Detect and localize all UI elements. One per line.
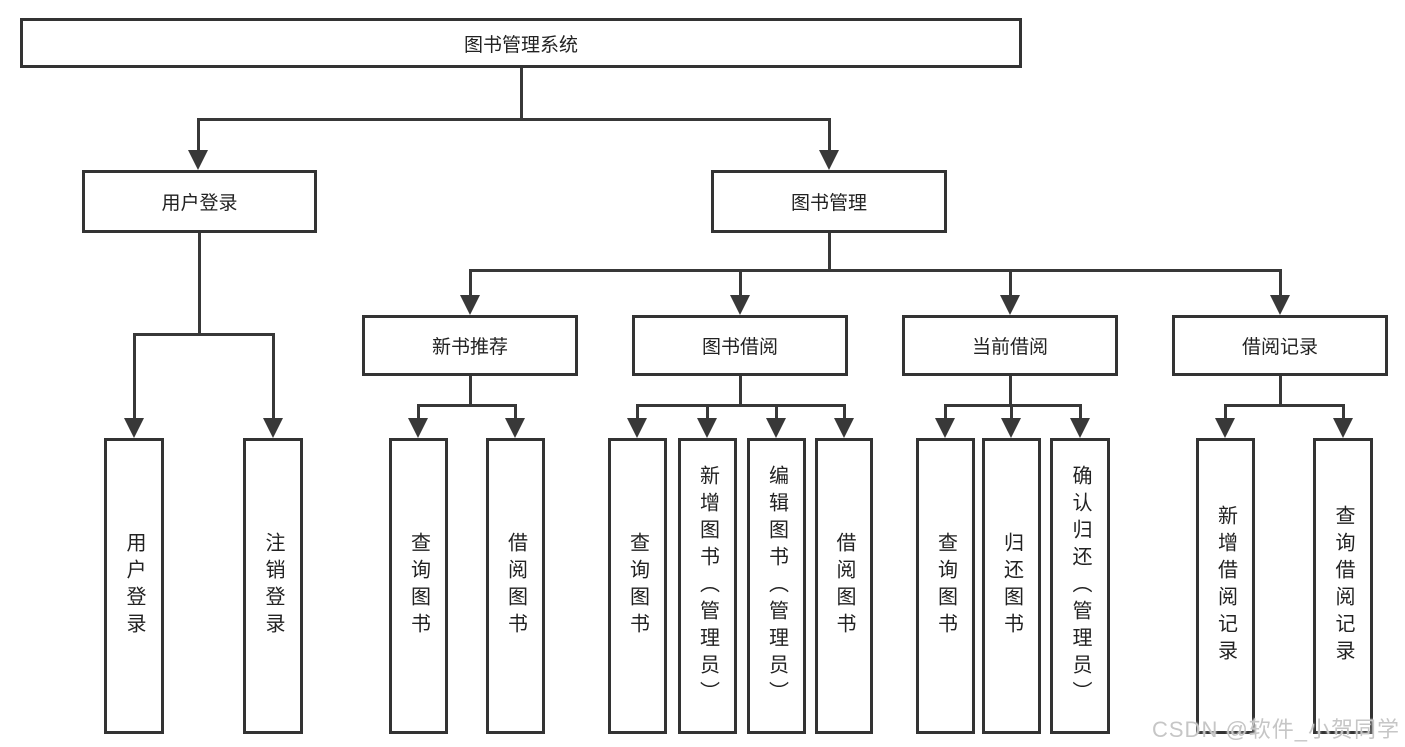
node-label: 归还图书 [1000,532,1023,640]
connector-line [520,68,523,121]
connector-line [828,118,831,152]
node-borrowing-records: 借阅记录 [1172,315,1388,376]
connector-line [514,404,517,421]
connector-line [1224,404,1345,407]
arrowhead [1215,418,1235,438]
node-label: 查询图书 [934,532,957,640]
connector-line [828,233,831,272]
leaf-recommend-borrow-books: 借阅图书 [486,438,545,734]
leaf-current-return-books: 归还图书 [982,438,1041,734]
arrowhead [263,418,283,438]
leaf-borrowing-edit-books-admin: 编辑图书（管理员） [747,438,806,734]
connector-line [469,269,472,298]
node-label: 确认归还（管理员） [1069,464,1091,708]
arrowhead [834,418,854,438]
arrowhead [697,418,717,438]
node-label: 注销登录 [262,532,284,640]
arrowhead [766,418,786,438]
connector-line [469,269,1282,272]
connector-line [133,333,275,336]
connector-line [636,404,639,421]
node-label: 借阅记录 [1241,337,1318,358]
arrowhead [935,418,955,438]
node-label: 当前借阅 [971,337,1048,358]
connector-line [1009,269,1012,298]
node-user-login: 用户登录 [82,170,317,233]
node-library-management-system: 图书管理系统 [20,18,1022,68]
arrowhead [460,295,480,315]
connector-line [133,333,136,420]
arrowhead [408,418,428,438]
leaf-borrowing-add-books-admin: 新增图书（管理员） [678,438,737,734]
node-label: 查询借阅记录 [1332,505,1354,667]
connector-line [1279,269,1282,298]
connector-line [469,376,472,407]
connector-line [706,404,709,421]
node-new-book-recommendation: 新书推荐 [362,315,578,376]
connector-line [1010,404,1013,421]
connector-line [197,118,831,121]
connector-line [944,404,947,421]
leaf-user-login: 用户登录 [104,438,164,734]
connector-line [775,404,778,421]
node-label: 编辑图书（管理员） [765,464,788,708]
arrowhead [627,418,647,438]
leaf-current-query-books: 查询图书 [916,438,975,734]
node-label: 新增借阅记录 [1214,505,1237,667]
node-book-management: 图书管理 [711,170,947,233]
arrowhead [1333,418,1353,438]
arrowhead [1270,295,1290,315]
arrowhead [188,150,208,170]
node-label: 图书管理 [790,193,867,214]
connector-line [1079,404,1082,421]
leaf-borrowing-query-books: 查询图书 [608,438,667,734]
node-label: 借阅图书 [504,532,527,640]
connector-line [739,376,742,407]
node-label: 图书管理系统 [463,34,578,56]
arrowhead [505,418,525,438]
arrowhead [124,418,144,438]
connector-line [843,404,846,421]
connector-line [944,404,1082,407]
node-label: 新书推荐 [431,337,508,358]
node-label: 查询图书 [407,532,430,640]
leaf-logout: 注销登录 [243,438,303,734]
leaf-records-add-borrow-record: 新增借阅记录 [1196,438,1255,734]
node-label: 新增图书（管理员） [696,464,719,708]
csdn-watermark: CSDN @软件_小贺同学 [1152,717,1401,742]
node-current-borrowing: 当前借阅 [902,315,1118,376]
arrowhead [730,295,750,315]
leaf-borrowing-borrow-books: 借阅图书 [815,438,873,734]
connector-line [1009,376,1012,407]
connector-line [197,118,200,152]
connector-line [198,233,201,336]
connector-line [1279,376,1282,407]
connector-line [417,404,517,407]
connector-line [1224,404,1227,421]
connector-line [272,333,275,420]
arrowhead [819,150,839,170]
leaf-current-confirm-return-admin: 确认归还（管理员） [1050,438,1110,734]
connector-line [1342,404,1345,421]
connector-line [417,404,420,421]
arrowhead [1001,418,1021,438]
node-label: 用户登录 [123,532,145,640]
arrowhead [1070,418,1090,438]
node-book-borrowing: 图书借阅 [632,315,848,376]
node-label: 图书借阅 [701,337,778,358]
connector-line [636,404,846,407]
arrowhead [1000,295,1020,315]
node-label: 用户登录 [161,193,238,214]
leaf-records-query-borrow-record: 查询借阅记录 [1313,438,1373,734]
leaf-recommend-query-books: 查询图书 [389,438,448,734]
node-label: 查询图书 [626,532,649,640]
node-label: 借阅图书 [833,532,855,640]
connector-line [739,269,742,298]
